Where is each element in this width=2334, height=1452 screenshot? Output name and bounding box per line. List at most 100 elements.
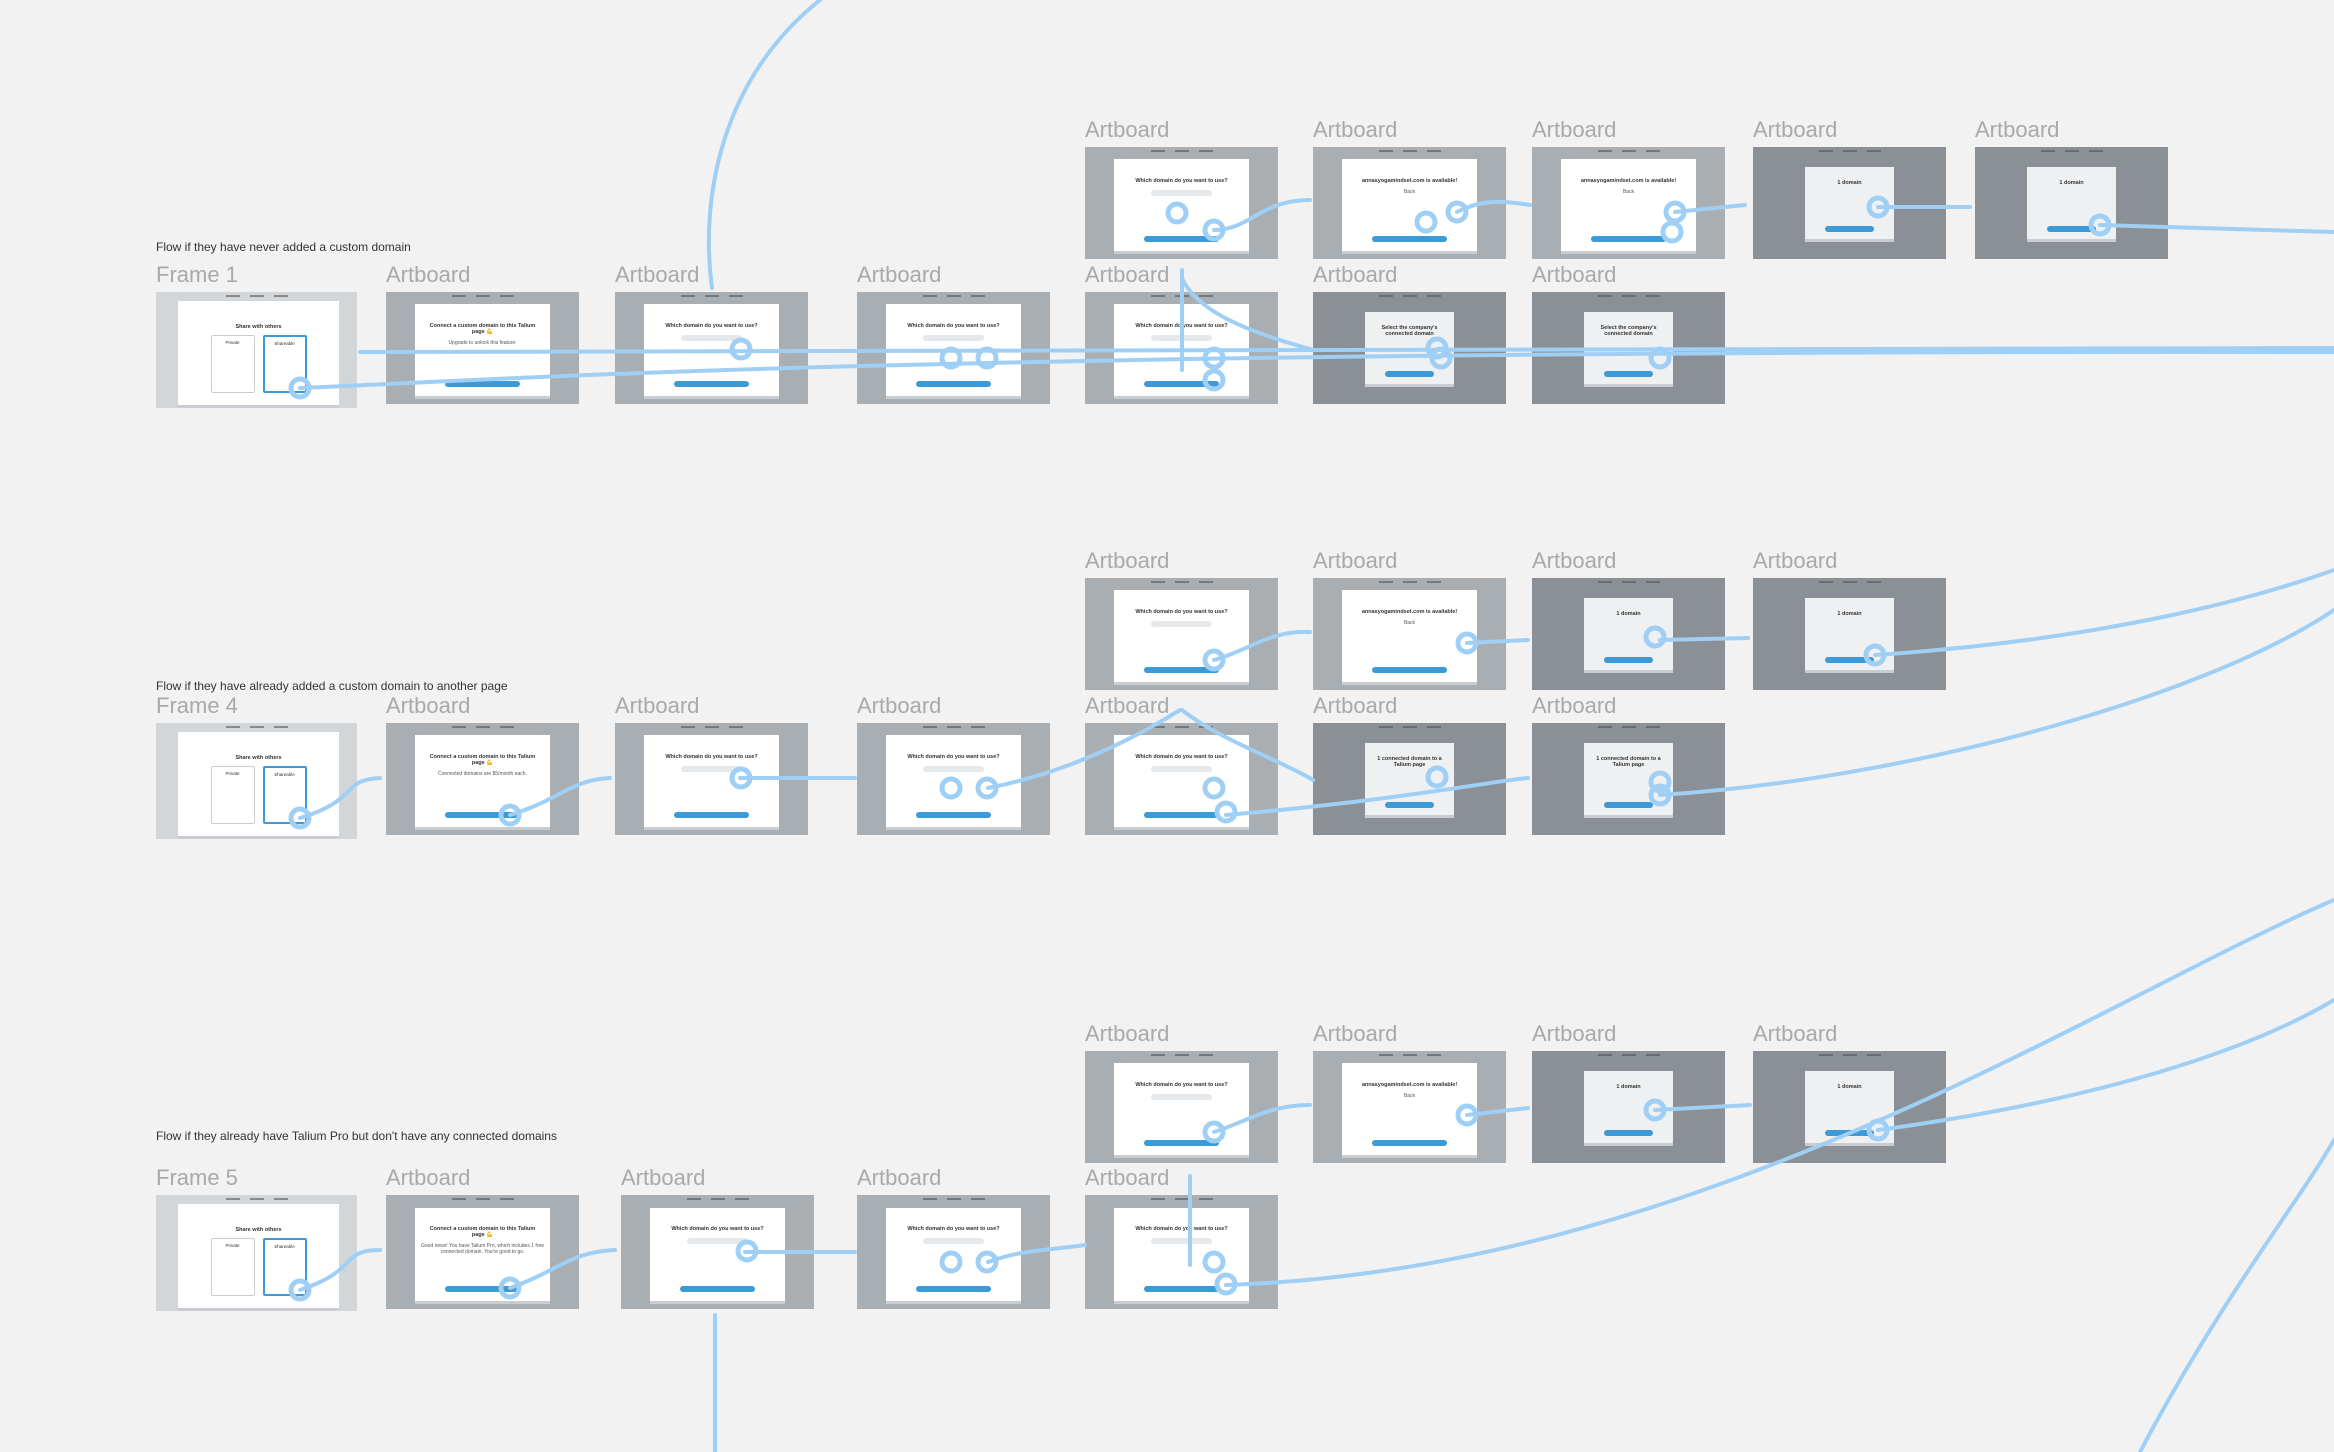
artboard[interactable]: Which domain do you want to use? [1085, 292, 1278, 404]
dialog-heading: Which domain do you want to use? [1135, 609, 1228, 616]
artboard-title: Artboard [615, 262, 700, 287]
domain-input [923, 1238, 984, 1245]
artboard[interactable]: annasyogamindset.com is available!Back [1313, 1051, 1506, 1163]
dialog: Which domain do you want to use? [1113, 159, 1250, 252]
artboard-title: Artboard [1532, 117, 1617, 142]
artboard[interactable]: Which domain do you want to use? [1085, 578, 1278, 690]
domain-input [923, 335, 984, 342]
artboard[interactable]: Which domain do you want to use? [1085, 147, 1278, 259]
artboard[interactable]: 1 domain [1753, 147, 1946, 259]
app-toolbar [1085, 295, 1278, 299]
app-toolbar [156, 726, 357, 730]
artboard[interactable]: Select the company's connected domain [1313, 292, 1506, 404]
app-toolbar [1532, 150, 1725, 154]
dialog-primary-button [1143, 667, 1220, 673]
dialog: Select the company's connected domain [1365, 312, 1454, 384]
app-toolbar [1975, 150, 2168, 154]
artboard[interactable]: 1 domain [1753, 1051, 1946, 1163]
artboard[interactable]: Which domain do you want to use? [1085, 1051, 1278, 1163]
dialog-primary-button [1384, 801, 1435, 808]
artboard-title: Frame 5 [156, 1165, 238, 1190]
dialog: 1 domain [1805, 167, 1894, 239]
artboard-title: Artboard [1313, 693, 1398, 718]
share-option-card: Shareable [262, 1237, 307, 1296]
app-toolbar [1532, 1054, 1725, 1058]
artboard[interactable]: 1 connected domain to a Talium page [1532, 723, 1725, 835]
dialog-heading: 1 domain [1837, 179, 1862, 186]
artboard[interactable]: Which domain do you want to use? [857, 1195, 1050, 1309]
app-toolbar [1532, 295, 1725, 299]
dialog-heading: Connect a custom domain to this Talium p… [429, 323, 536, 336]
dialog: annasyogamindset.com is available!Back [1341, 590, 1478, 683]
dialog-primary-button [1143, 812, 1220, 818]
dialog-heading: Which domain do you want to use? [665, 323, 758, 330]
dialog-heading: Connect a custom domain to this Talium p… [429, 1226, 536, 1239]
artboard[interactable]: Connect a custom domain to this Talium p… [386, 723, 579, 835]
artboard[interactable]: 1 domain [1532, 1051, 1725, 1163]
artboard-title: Artboard [386, 1165, 471, 1190]
artboard[interactable]: 1 domain [1975, 147, 2168, 259]
artboard-title: Artboard [1753, 548, 1838, 573]
domain-input [1151, 1094, 1212, 1101]
dialog-primary-button [1603, 1129, 1654, 1136]
artboard[interactable]: annasyogamindset.com is available!Back [1313, 147, 1506, 259]
domain-input [1151, 766, 1212, 773]
artboard-title: Frame 1 [156, 262, 238, 287]
artboard-title: Artboard [1532, 693, 1617, 718]
dialog: Which domain do you want to use? [649, 1207, 786, 1302]
dialog: Connect a custom domain to this Talium p… [414, 1207, 551, 1302]
dialog-heading: Which domain do you want to use? [1135, 1082, 1228, 1089]
dialog: 1 connected domain to a Talium page [1365, 743, 1454, 815]
artboard[interactable]: Which domain do you want to use? [615, 292, 808, 404]
dialog-primary-button [1824, 1129, 1875, 1136]
artboard[interactable]: Which domain do you want to use? [615, 723, 808, 835]
dialog: Which domain do you want to use? [1113, 304, 1250, 397]
artboard[interactable]: Select the company's connected domain [1532, 292, 1725, 404]
artboard[interactable]: annasyogamindset.com is available!Back [1532, 147, 1725, 259]
artboard[interactable]: Which domain do you want to use? [1085, 1195, 1278, 1309]
artboard[interactable]: 1 connected domain to a Talium page [1313, 723, 1506, 835]
dialog: 1 domain [1584, 1071, 1673, 1143]
artboard-title: Frame 4 [156, 693, 238, 718]
artboard[interactable]: annasyogamindset.com is available!Back [1313, 578, 1506, 690]
app-toolbar [1313, 581, 1506, 585]
artboard[interactable]: Connect a custom domain to this Talium p… [386, 292, 579, 404]
share-option-card: Private [210, 334, 255, 393]
artboard[interactable]: Which domain do you want to use? [621, 1195, 814, 1309]
dialog-heading: annasyogamindset.com is available! [1361, 178, 1458, 185]
dialog-primary-button [1384, 370, 1435, 377]
dialog-primary-button [1143, 1140, 1220, 1146]
dialog-primary-button [1371, 667, 1448, 673]
artboard-title: Artboard [857, 262, 942, 287]
artboard-title: Artboard [1313, 117, 1398, 142]
flow-label: Flow if they already have Talium Pro but… [156, 1129, 557, 1143]
artboard[interactable]: 1 domain [1532, 578, 1725, 690]
artboard[interactable]: Which domain do you want to use? [1085, 723, 1278, 835]
artboard-title: Artboard [1085, 1021, 1170, 1046]
artboard-title: Artboard [1753, 1021, 1838, 1046]
domain-input [1151, 335, 1212, 342]
artboard-title: Artboard [386, 693, 471, 718]
artboard[interactable]: Connect a custom domain to this Talium p… [386, 1195, 579, 1309]
app-toolbar [1753, 1054, 1946, 1058]
artboard[interactable]: Which domain do you want to use? [857, 723, 1050, 835]
share-option-card: Shareable [262, 765, 307, 824]
artboard[interactable]: 1 domain [1753, 578, 1946, 690]
app-toolbar [1313, 150, 1506, 154]
flow-label: Flow if they have never added a custom d… [156, 240, 411, 254]
dialog-heading: Share with others [235, 323, 282, 330]
dialog-primary-button [673, 381, 750, 387]
dialog: Which domain do you want to use? [1113, 1063, 1250, 1156]
domain-input [681, 335, 742, 342]
dialog-heading: 1 domain [1837, 610, 1862, 617]
artboard-title: Artboard [1753, 117, 1838, 142]
artboard[interactable]: Which domain do you want to use? [857, 292, 1050, 404]
dialog-primary-button [444, 381, 521, 387]
app-toolbar [857, 295, 1050, 299]
